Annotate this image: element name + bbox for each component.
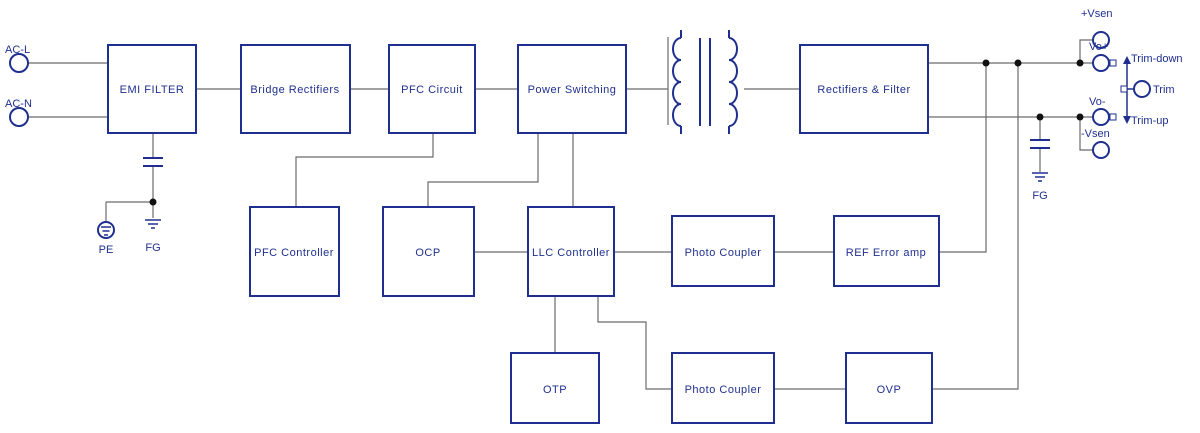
svg-text:Photo Coupler: Photo Coupler	[685, 384, 762, 396]
svg-text:AC-L: AC-L	[5, 44, 30, 56]
emi-filter-block: EMI FILTER	[107, 44, 197, 134]
trim-terminal-icon	[1133, 80, 1151, 98]
output-capacitor-icon	[1030, 139, 1050, 149]
terminal-icon	[1092, 54, 1110, 72]
wires	[28, 39, 1093, 390]
svg-text:Photo Coupler: Photo Coupler	[685, 247, 762, 259]
svg-text:Bridge Rectifiers: Bridge Rectifiers	[250, 84, 339, 96]
svg-text:Trim-up: Trim-up	[1131, 115, 1168, 127]
vsen-minus-terminal: -Vsen	[1081, 128, 1110, 159]
terminal-icon	[1092, 141, 1110, 159]
terminal-icon	[1092, 108, 1110, 126]
svg-text:FG: FG	[145, 242, 160, 254]
rectifiers-filter-block: Rectifiers & Filter	[799, 44, 929, 134]
svg-text:Vo-: Vo-	[1089, 96, 1106, 108]
svg-text:PE: PE	[99, 244, 114, 256]
svg-text:LLC Controller: LLC Controller	[532, 247, 610, 259]
fg-ground-left: FG	[145, 219, 161, 254]
trim-pin-icon	[1120, 85, 1128, 93]
ac-n-input: AC-N	[5, 98, 32, 127]
svg-text:OTP: OTP	[543, 384, 567, 396]
trim-network: Trim-down Trim Trim-up	[1120, 53, 1183, 127]
transformer-icon	[667, 30, 738, 134]
llc-controller-block: LLC Controller	[527, 206, 615, 297]
svg-text:PFC Controller: PFC Controller	[254, 247, 334, 259]
ac-l-input: AC-L	[5, 44, 30, 73]
svg-text:-Vsen: -Vsen	[1081, 128, 1110, 140]
ovp-block: OVP	[845, 352, 933, 424]
vo-minus-terminal: Vo-	[1089, 96, 1117, 126]
ocp-block: OCP	[382, 206, 475, 297]
svg-text:OCP: OCP	[415, 247, 440, 259]
svg-text:Vo+: Vo+	[1089, 41, 1108, 53]
ac-l-terminal-icon	[9, 53, 29, 73]
svg-text:+Vsen: +Vsen	[1081, 8, 1113, 20]
ground-icon	[1032, 172, 1048, 182]
svg-text:PFC Circuit: PFC Circuit	[401, 84, 463, 96]
ground-icon	[145, 219, 161, 229]
svg-text:Trim-down: Trim-down	[1131, 53, 1183, 65]
svg-text:OVP: OVP	[877, 384, 902, 396]
svg-text:AC-N: AC-N	[5, 98, 32, 110]
otp-block: OTP	[510, 352, 600, 424]
svg-text:EMI FILTER: EMI FILTER	[120, 84, 185, 96]
arrow-down-icon	[1123, 116, 1131, 124]
svg-text:Rectifiers & Filter: Rectifiers & Filter	[817, 84, 910, 96]
junction-dots	[149, 59, 1084, 206]
pe-ground: PE	[97, 221, 115, 256]
ref-error-amp-block: REF Error amp	[833, 215, 940, 287]
vsen-plus-terminal: +Vsen	[1081, 8, 1113, 49]
svg-text:Trim: Trim	[1153, 84, 1175, 96]
pfc-controller-block: PFC Controller	[249, 206, 340, 297]
svg-text:Power Switching: Power Switching	[528, 84, 617, 96]
svg-text:FG: FG	[1032, 190, 1047, 202]
vo-plus-terminal: Vo+	[1089, 41, 1117, 72]
pfc-circuit-block: PFC Circuit	[388, 44, 476, 134]
bridge-rectifiers-block: Bridge Rectifiers	[240, 44, 351, 134]
photo-coupler-bottom-block: Photo Coupler	[671, 352, 775, 424]
ac-n-terminal-icon	[9, 107, 29, 127]
trim-pin-icon	[1109, 59, 1117, 67]
y-capacitor-icon	[143, 157, 163, 167]
trim-pin-icon	[1109, 113, 1117, 121]
protective-earth-icon	[97, 221, 115, 239]
svg-text:REF Error amp: REF Error amp	[846, 247, 926, 259]
power-switching-block: Power Switching	[517, 44, 627, 134]
arrow-up-icon	[1123, 56, 1131, 64]
photo-coupler-top-block: Photo Coupler	[671, 215, 775, 287]
terminal-icon	[1092, 31, 1110, 49]
fg-ground-right: FG	[1032, 172, 1048, 202]
